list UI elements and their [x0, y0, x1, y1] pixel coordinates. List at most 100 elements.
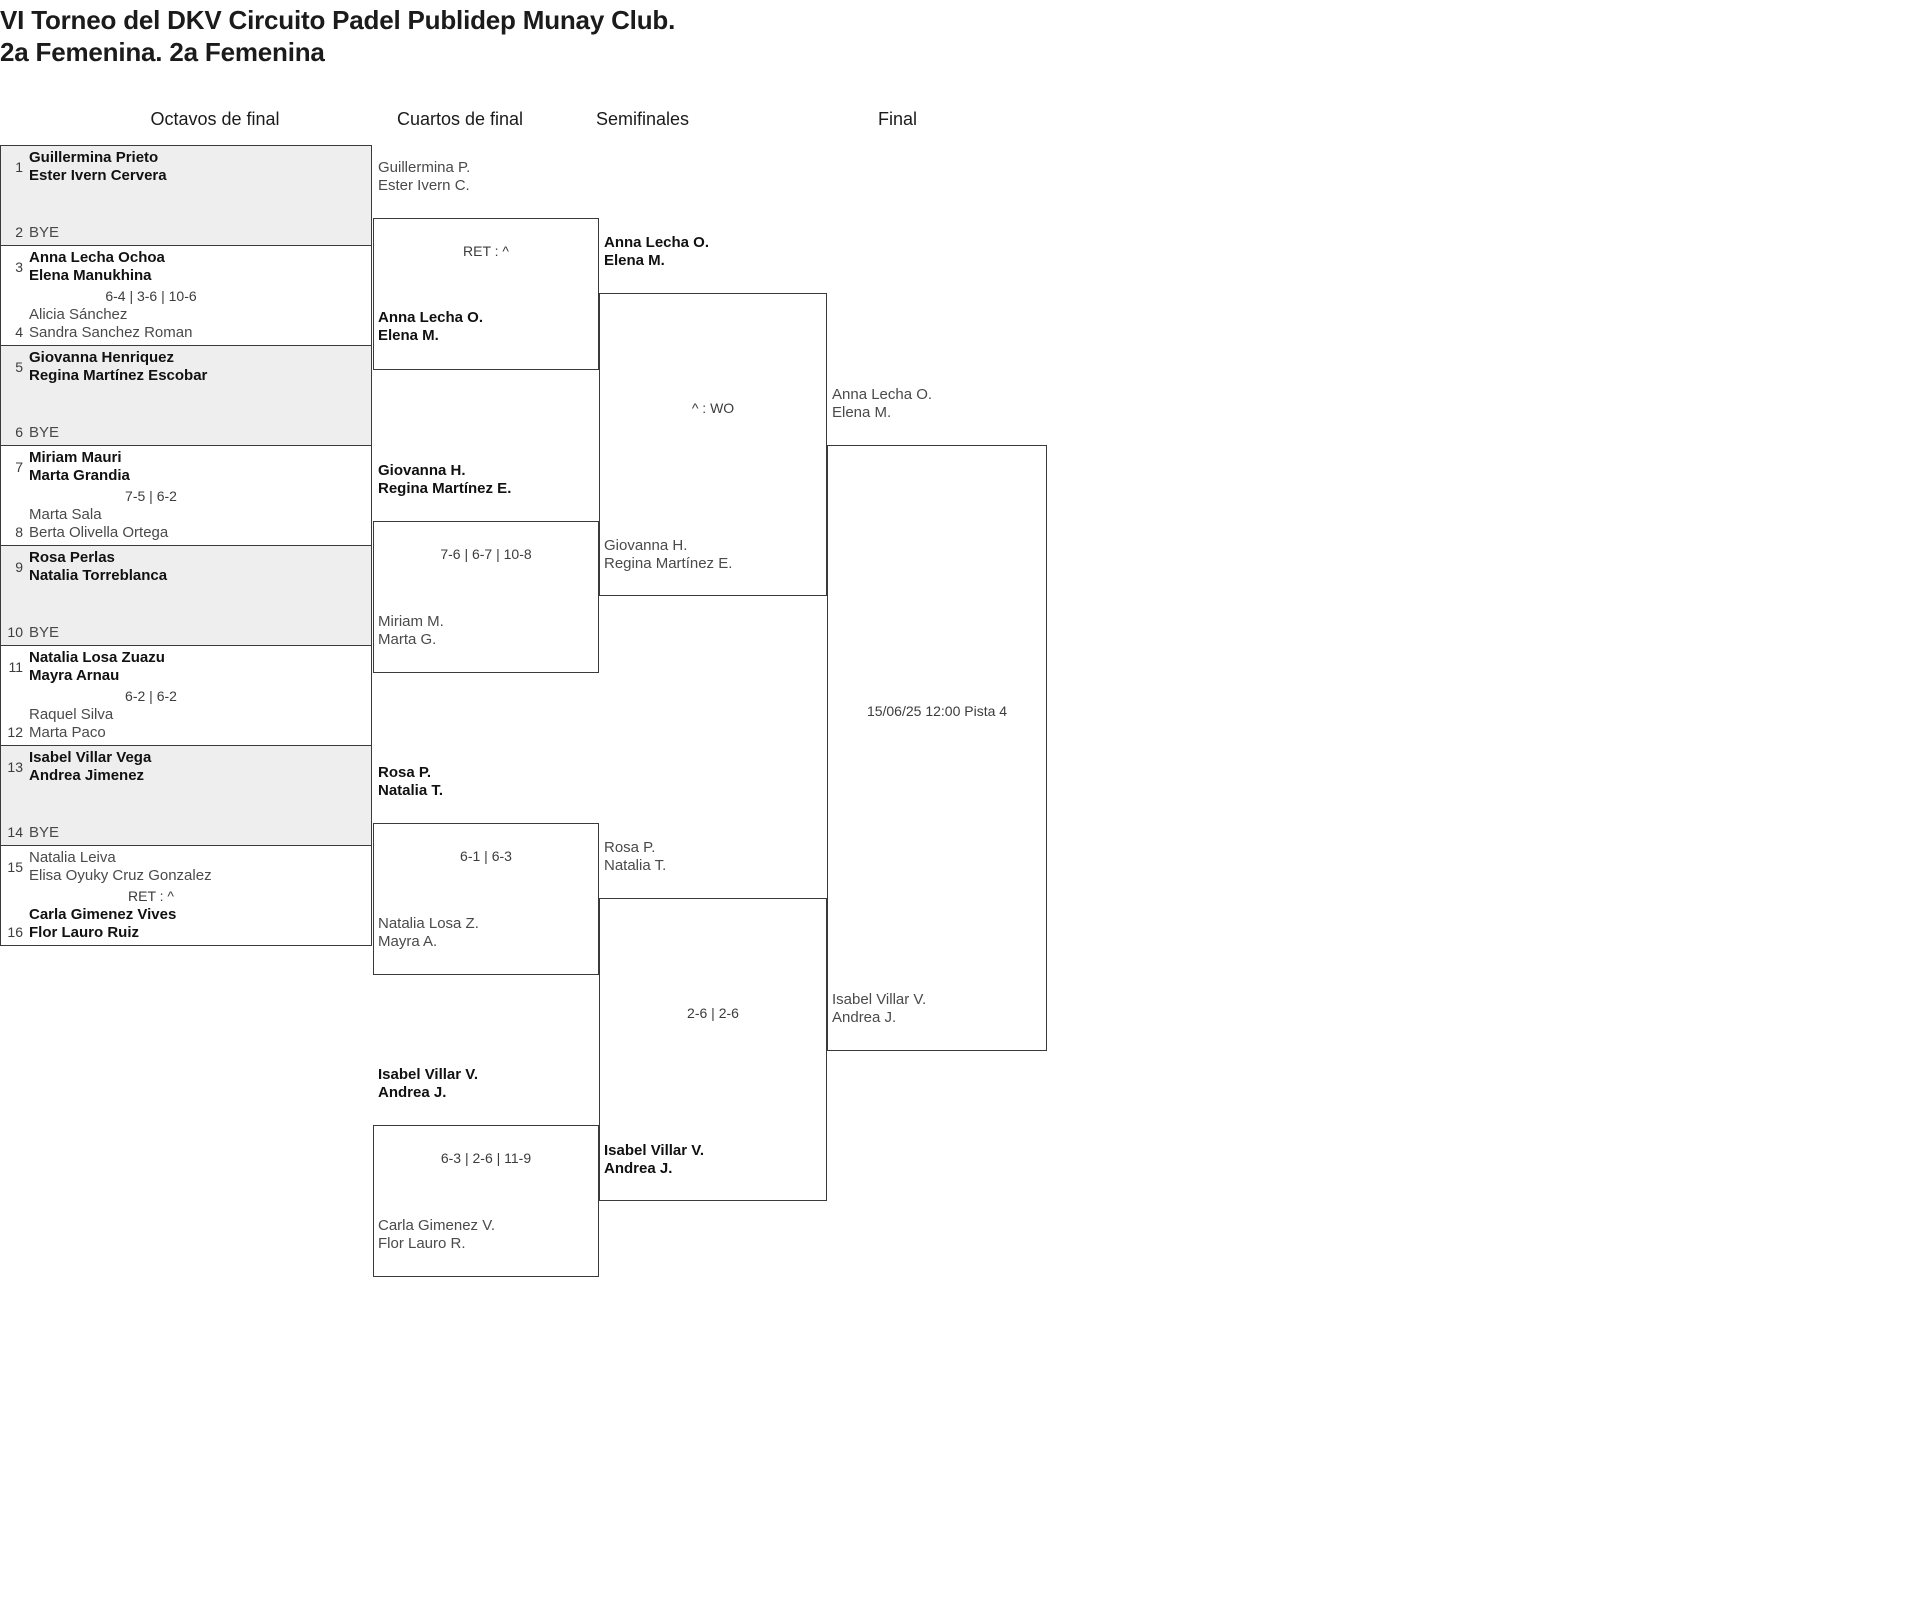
team-names: Miriam Mauri Marta Grandia [29, 449, 130, 485]
r2-m1-bottom-team: Anna Lecha O. Elena M. [378, 309, 483, 345]
team-names: Guillermina Prieto Ester Ivern Cervera [29, 149, 167, 185]
player-1: Alicia Sánchez [29, 306, 128, 323]
player-1: Guillermina Prieto [29, 149, 159, 166]
player-1: Carla Gimenez Vives [29, 906, 177, 923]
seed-number: 5 [15, 359, 23, 375]
seed-number: 16 [7, 924, 23, 940]
team-names: BYE [29, 424, 59, 442]
player-1: Giovanna Henriquez [29, 349, 175, 366]
team-names: Natalia Losa Zuazu Mayra Arnau [29, 649, 165, 685]
r2-m2-top-team: Giovanna H. Regina Martínez E. [378, 462, 511, 498]
team-names: Rosa Perlas Natalia Torreblanca [29, 549, 167, 585]
player-2: Regina Martínez Escobar [29, 367, 208, 384]
r1-match-6[interactable]: 11 Natalia Losa Zuazu Mayra Arnau 6-2 | … [1, 646, 371, 746]
r1-m4-top-team: 7 Miriam Mauri Marta Grandia [1, 449, 371, 485]
player-2: Marta G. [378, 631, 437, 648]
r1-m8-score: RET : ^ [128, 887, 174, 904]
r3-match-1-box[interactable] [599, 293, 827, 596]
player-1: Anna Lecha O. [378, 309, 484, 326]
player-1: Rosa P. [378, 764, 432, 781]
round-header-octavos: Octavos de final [150, 109, 280, 129]
player-1: BYE [29, 624, 60, 641]
r4-bottom-team: Isabel Villar V. Andrea J. [832, 991, 926, 1027]
r1-m3-bottom-team: 6 BYE [1, 406, 371, 442]
r1-m3-top-team: 5 Giovanna Henriquez Regina Martínez Esc… [1, 349, 371, 385]
seed-number: 12 [7, 724, 23, 740]
player-2: Andrea J. [378, 1084, 447, 1101]
r1-m2-top-team: 3 Anna Lecha Ochoa Elena Manukhina [1, 249, 371, 285]
player-1: Isabel Villar V. [832, 991, 927, 1008]
player-1: BYE [29, 224, 60, 241]
r3-m2-score: 2-6 | 2-6 [687, 1005, 739, 1021]
title-line-1: VI Torneo del DKV Circuito Padel Publide… [0, 5, 676, 35]
player-2: Flor Lauro Ruiz [29, 924, 139, 941]
player-1: Raquel Silva [29, 706, 114, 723]
r2-match-4-box[interactable] [373, 1125, 599, 1277]
player-2: Andrea Jimenez [29, 767, 145, 784]
r1-m8-top-team: 15 Natalia Leiva Elisa Oyuky Cruz Gonzal… [1, 849, 371, 885]
player-2: Natalia T. [604, 857, 667, 874]
r1-m7-top-team: 13 Isabel Villar Vega Andrea Jimenez [1, 749, 371, 785]
player-1: Isabel Villar Vega [29, 749, 152, 766]
seed-number: 1 [15, 159, 23, 175]
round-header-final: Final [877, 109, 917, 129]
r1-match-4[interactable]: 7 Miriam Mauri Marta Grandia 7-5 | 6-2 8… [1, 446, 371, 546]
player-2: Elisa Oyuky Cruz Gonzalez [29, 867, 212, 884]
round-header-semifinales: Semifinales [595, 109, 690, 129]
seed-number: 8 [15, 524, 23, 540]
r1-match-8[interactable]: 15 Natalia Leiva Elisa Oyuky Cruz Gonzal… [1, 846, 371, 946]
player-2: Mayra A. [378, 933, 438, 950]
r2-m1-top-team: Guillermina P. Ester Ivern C. [378, 159, 470, 195]
player-2: Andrea J. [832, 1009, 897, 1026]
seed-number: 4 [15, 324, 23, 340]
r1-match-2[interactable]: 3 Anna Lecha Ochoa Elena Manukhina 6-4 |… [1, 246, 371, 346]
r2-m3-bottom-team: Natalia Losa Z. Mayra A. [378, 915, 479, 951]
r3-m1-top-team: Anna Lecha O. Elena M. [604, 234, 709, 270]
seed-number: 7 [15, 459, 23, 475]
r2-match-1-box[interactable] [373, 218, 599, 370]
seed-number: 6 [15, 424, 23, 440]
r4-final-box[interactable] [827, 445, 1047, 1051]
player-2: Ester Ivern C. [378, 177, 470, 194]
r2-m2-score: 7-6 | 6-7 | 10-8 [440, 546, 532, 562]
r2-match-3-box[interactable] [373, 823, 599, 975]
player-2: Sandra Sanchez Roman [29, 324, 193, 341]
seed-number: 14 [7, 824, 23, 840]
r1-match-7[interactable]: 13 Isabel Villar Vega Andrea Jimenez 14 … [1, 746, 371, 846]
player-1: Isabel Villar V. [378, 1066, 479, 1083]
player-2: Natalia T. [378, 782, 444, 799]
r3-m2-bottom-team: Isabel Villar V. Andrea J. [604, 1142, 704, 1178]
r1-match-5[interactable]: 9 Rosa Perlas Natalia Torreblanca 10 BYE [1, 546, 371, 646]
r1-m2-score: 6-4 | 3-6 | 10-6 [105, 287, 197, 304]
r1-m2-bottom-team: 4 Alicia Sánchez Sandra Sanchez Roman [1, 306, 371, 342]
seed-number: 13 [7, 759, 23, 775]
r2-m1-score: RET : ^ [463, 243, 509, 259]
seed-number: 10 [7, 624, 23, 640]
r1-m1-bottom-team: 2 BYE [1, 206, 371, 242]
player-1: Rosa Perlas [29, 549, 115, 566]
player-2: Regina Martínez E. [378, 480, 512, 497]
player-1: Miriam M. [378, 613, 444, 630]
player-2: Elena M. [604, 252, 665, 269]
player-2: Natalia Torreblanca [29, 567, 168, 584]
player-2: Marta Paco [29, 724, 106, 741]
r1-match-3[interactable]: 5 Giovanna Henriquez Regina Martínez Esc… [1, 346, 371, 446]
player-2: Ester Ivern Cervera [29, 167, 167, 184]
player-2: Andrea J. [604, 1160, 673, 1177]
r1-m6-score: 6-2 | 6-2 [125, 687, 177, 704]
round1-column: 1 Guillermina Prieto Ester Ivern Cervera… [0, 145, 372, 946]
player-2: Mayra Arnau [29, 667, 120, 684]
round-header-cuartos: Cuartos de final [396, 109, 524, 129]
r3-match-2-box[interactable] [599, 898, 827, 1201]
player-2: Marta Grandia [29, 467, 130, 484]
team-names: BYE [29, 824, 59, 842]
player-1: Carla Gimenez V. [378, 1217, 495, 1234]
r1-match-1[interactable]: 1 Guillermina Prieto Ester Ivern Cervera… [1, 146, 371, 246]
r2-m4-top-team: Isabel Villar V. Andrea J. [378, 1066, 478, 1102]
r3-m2-top-team: Rosa P. Natalia T. [604, 839, 666, 875]
r2-match-2-box[interactable] [373, 521, 599, 673]
team-names: Raquel Silva Marta Paco [29, 706, 113, 742]
player-2: Elena Manukhina [29, 267, 152, 284]
